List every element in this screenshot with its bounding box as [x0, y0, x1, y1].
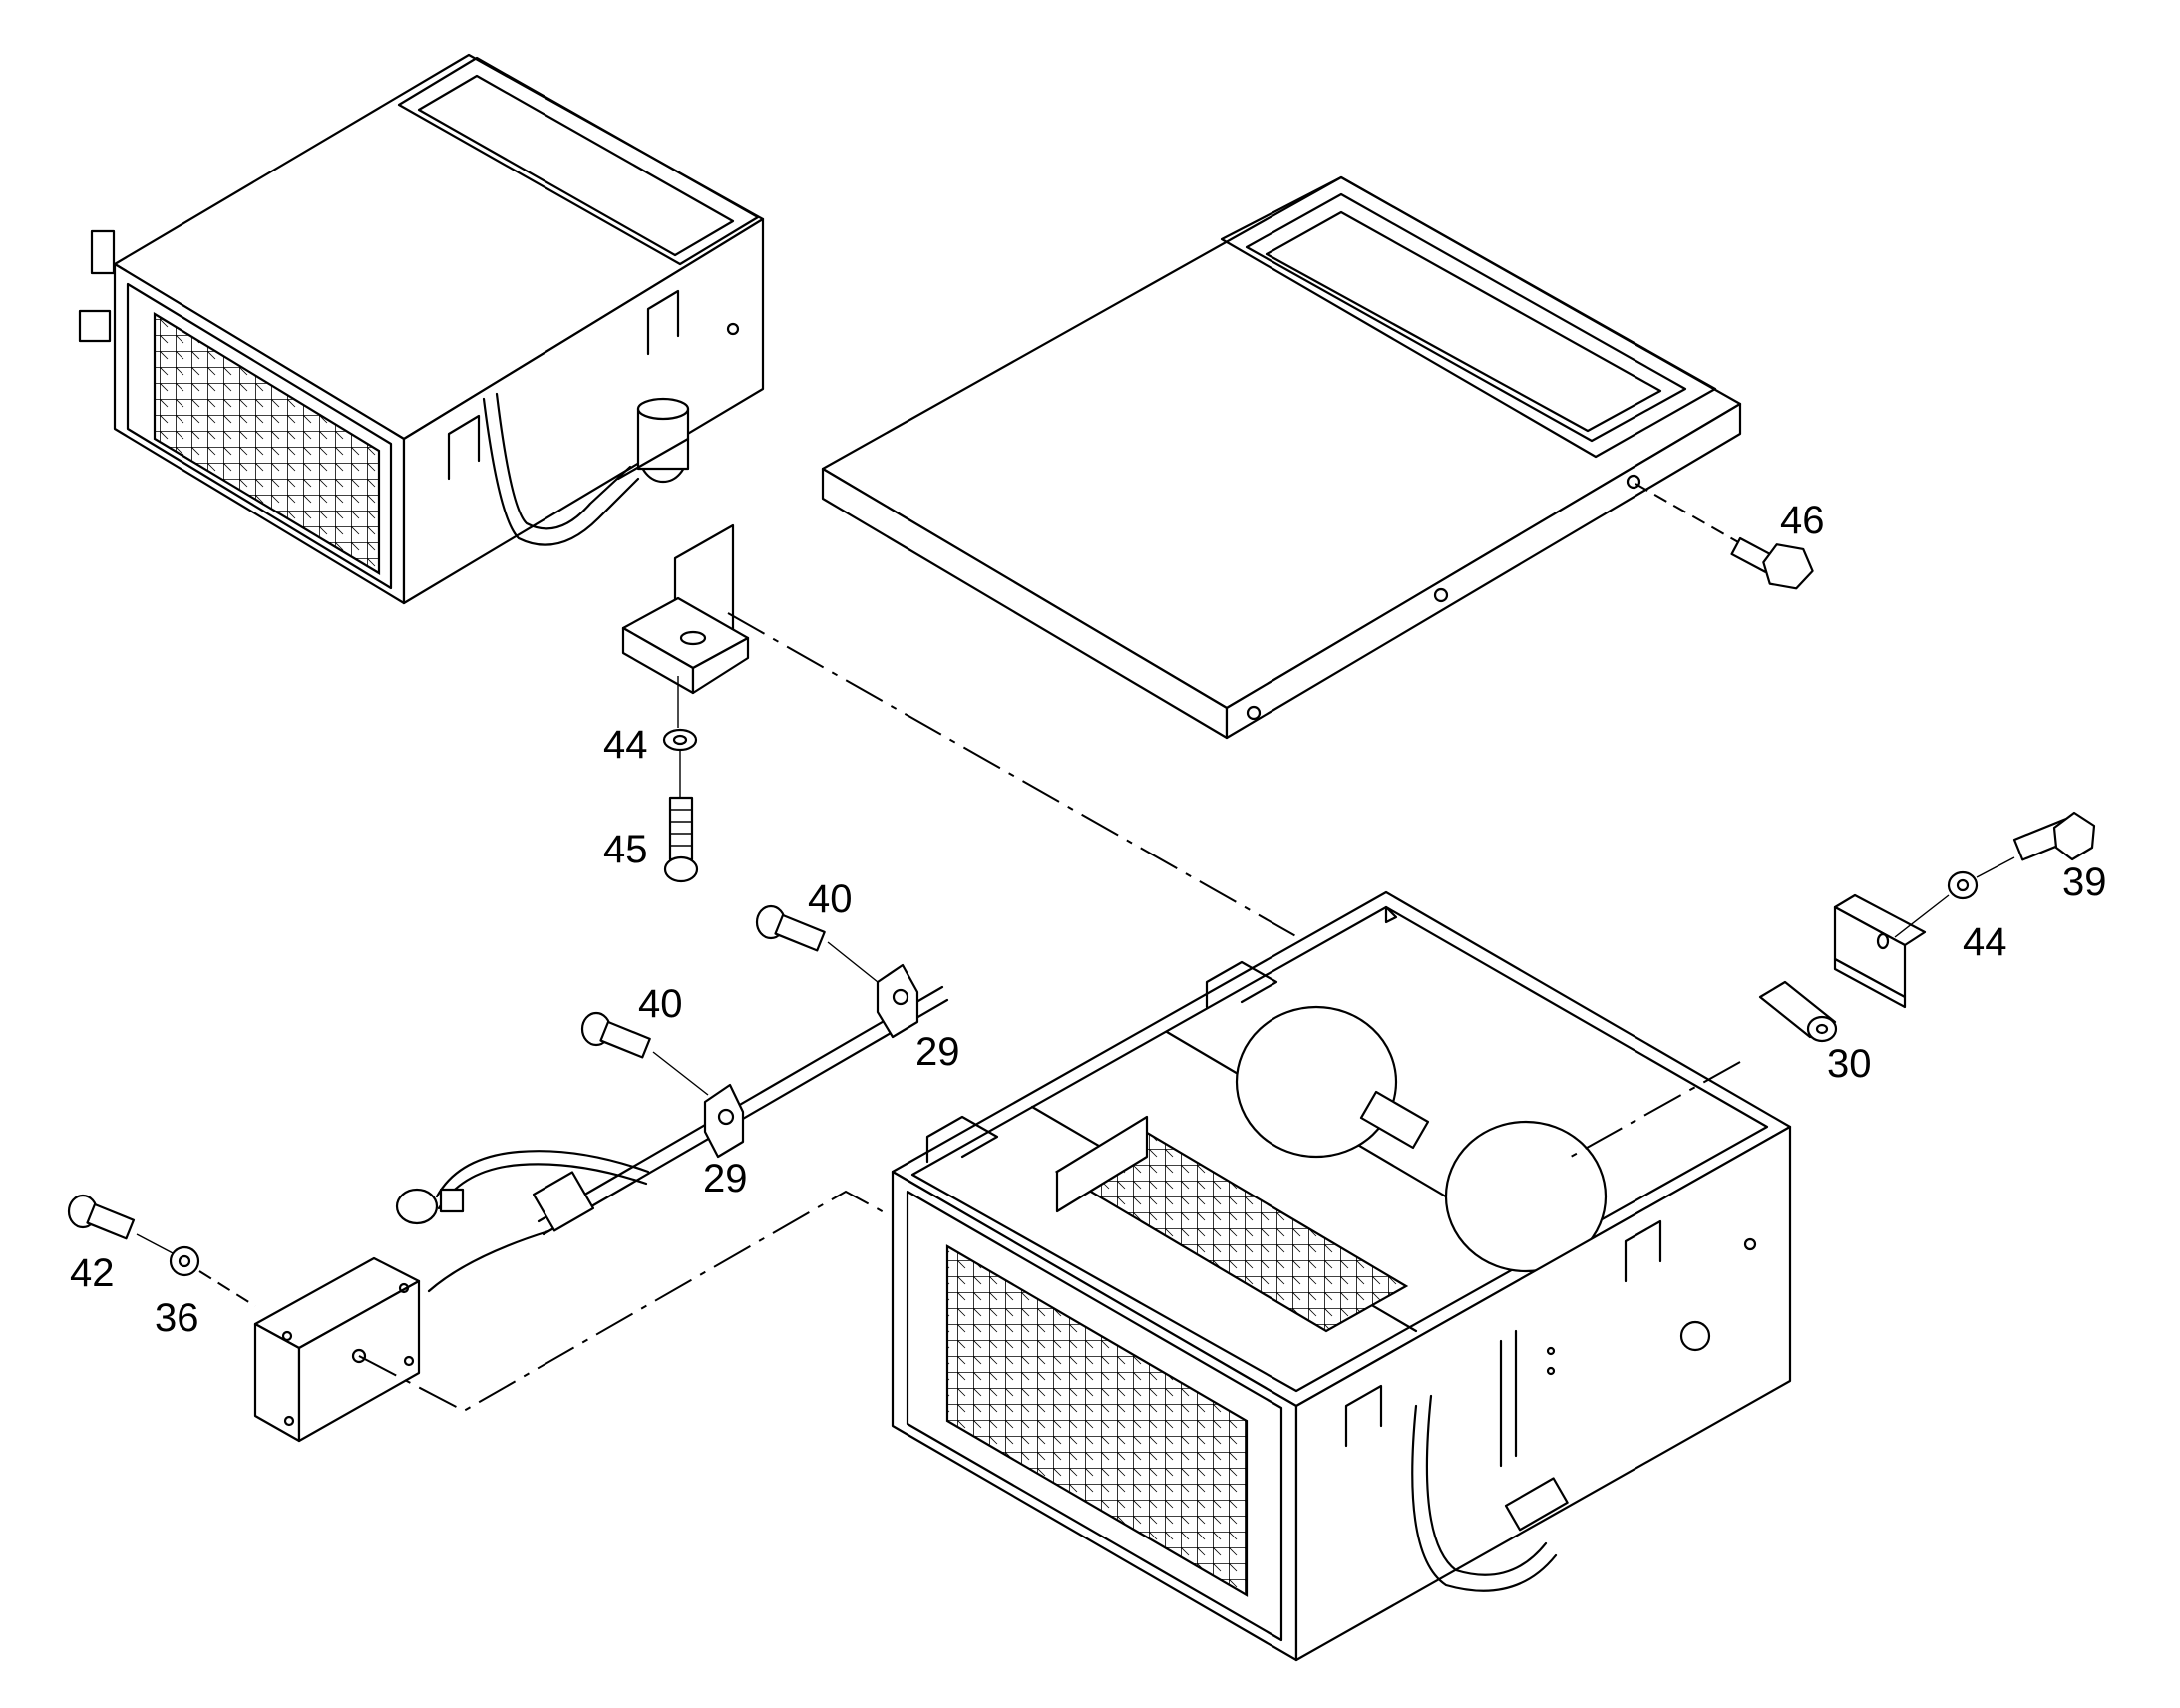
- callout-39: 39: [2062, 860, 2107, 904]
- assembly-line-control-box: [358, 1190, 889, 1413]
- callout-44-upper: 44: [603, 723, 648, 767]
- callout-29-upper: 29: [915, 1030, 960, 1074]
- washer-44-upper: [662, 728, 698, 798]
- cover-lid: [821, 175, 1742, 740]
- bolt-40-upper: [755, 904, 879, 983]
- clip-29-upper: [876, 963, 919, 1039]
- callout-30: 30: [1827, 1042, 1872, 1086]
- bolt-42: [67, 1194, 176, 1255]
- callout-40-lower: 40: [638, 982, 683, 1026]
- callout-45: 45: [603, 828, 648, 871]
- mounting-bracket-right: [1833, 893, 1927, 1009]
- mounting-bracket-top: [621, 523, 750, 728]
- assembled-heater-unit: [78, 53, 765, 605]
- control-box: [253, 1256, 421, 1443]
- callout-44-right: 44: [1963, 920, 2007, 964]
- bolt-39: [2012, 811, 2096, 861]
- callout-42: 42: [70, 1251, 115, 1295]
- bolt-40-lower: [580, 1011, 709, 1096]
- callout-40-upper: 40: [808, 877, 853, 921]
- callout-29-lower: 29: [703, 1157, 748, 1200]
- callout-36: 36: [155, 1296, 199, 1340]
- clip-29-lower: [703, 1083, 745, 1159]
- callout-46: 46: [1780, 499, 1825, 542]
- screw-45: [663, 796, 699, 883]
- washer-36: [169, 1245, 256, 1307]
- assembly-line-bracket: [727, 612, 1307, 943]
- wiring-harness: [395, 985, 949, 1293]
- bolt-46: [1635, 483, 1814, 590]
- washer-44-right: [1894, 856, 2015, 938]
- spacer-sleeve-30: [1570, 980, 1838, 1158]
- heater-box-housing: [891, 890, 1792, 1662]
